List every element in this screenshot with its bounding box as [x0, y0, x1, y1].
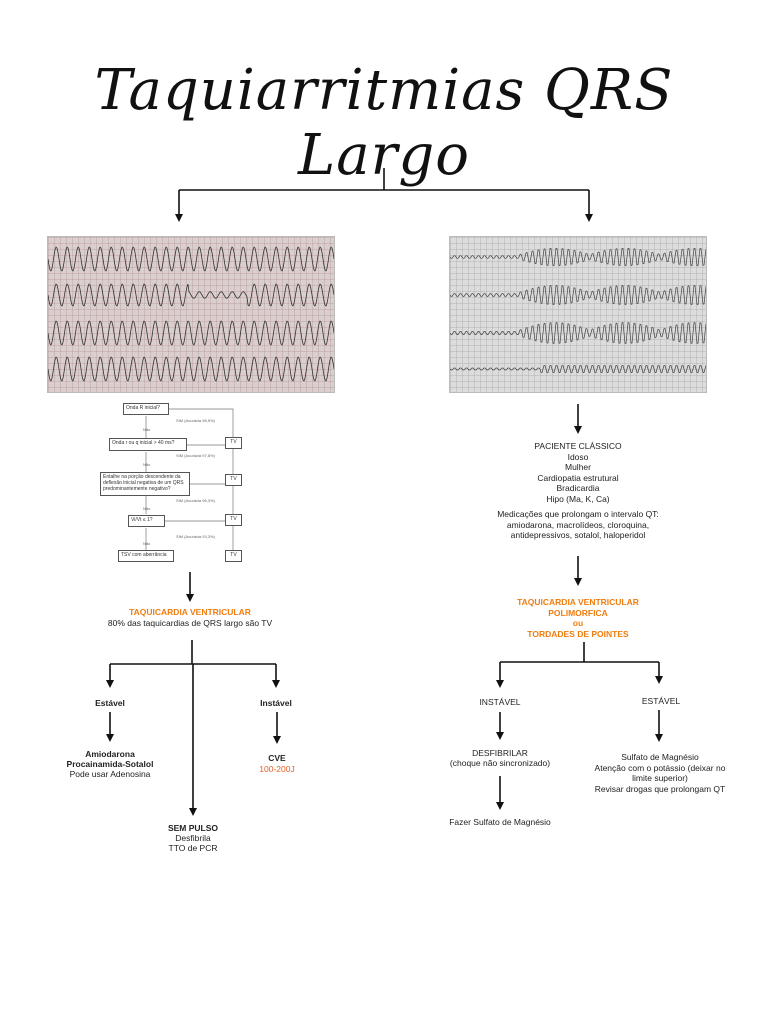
tvp-title-block: TAQUICARDIA VENTRICULAR POLIMORFICA ou T… — [478, 597, 678, 639]
right-stable-label: ESTÁVEL — [641, 696, 681, 706]
tvp-title-3: TORDADES DE POINTES — [527, 628, 629, 639]
flow-no-4: Não — [143, 541, 151, 546]
ecg-ventricular-tachycardia — [47, 236, 335, 393]
flow-q3: Entalhe na porção descendente da deflexã… — [100, 472, 190, 496]
meds-line: amiodarona, macrolídeos, cloroquina, — [506, 519, 650, 530]
flow-yes-2: SIM (Acurácia 97,8%) — [176, 453, 215, 458]
drug-adenosina: Pode usar Adenosina — [69, 769, 151, 779]
stable-line: limite superior) — [632, 773, 688, 783]
flow-tv-4: TV — [225, 550, 242, 562]
classic-line: Mulher — [565, 462, 591, 472]
tv-title: TAQUICARDIA VENTRICULAR — [129, 607, 251, 617]
drug-amiodarona: Amiodarona — [85, 749, 135, 759]
stable-line: Atenção com o potássio (deixar no — [594, 762, 726, 773]
flow-end: TSV com aberrância — [118, 550, 174, 562]
flow-tv-1: TV — [225, 437, 242, 449]
defib-label: DESFIBRILAR — [472, 748, 528, 758]
ecg-right-trace — [450, 247, 706, 373]
meds-line: antidepressivos, sotalol, haloperidol — [510, 530, 646, 540]
ecg-torsades-de-pointes — [449, 236, 707, 393]
left-unstable-label: Instável — [260, 698, 292, 708]
tvp-title-2: POLIMORFICA — [548, 607, 608, 618]
flow-tv-3: TV — [225, 514, 242, 526]
right-unstable-label: INSTÁVEL — [479, 697, 521, 707]
cve-label: CVE — [268, 753, 286, 763]
ecg-left-trace — [48, 246, 334, 382]
tv-subtitle: 80% das taquicardias de QRS largo são TV — [107, 618, 273, 628]
pulseless-label: SEM PULSO — [167, 823, 219, 833]
flow-no-3: Não — [143, 506, 151, 511]
classic-line: PACIENTE CLÁSSICO — [534, 441, 622, 451]
meds-line: Medicações que prolongam o intervalo QT: — [497, 509, 659, 519]
stable-actions-list: Sulfato de Magnésio Atenção com o potáss… — [585, 752, 735, 794]
flow-yes-1: SIM (Acurácia 98,5%) — [176, 418, 215, 423]
classic-line: Hipo (Ma, K, Ca) — [546, 493, 610, 504]
pulseless-pcr: TTO de PCR — [168, 843, 218, 853]
stable-line: Revisar drogas que prolongam QT — [594, 783, 726, 794]
flow-q4: Vi/Vt ≤ 1? — [128, 515, 165, 527]
qt-meds-list: Medicações que prolongam o intervalo QT:… — [468, 509, 688, 541]
left-stable-label: Estável — [95, 698, 125, 708]
magnesium-after: Fazer Sulfato de Magnésio — [449, 817, 551, 827]
flow-no-1: Não — [143, 427, 151, 432]
flow-q1: Onda R inicial? — [123, 403, 169, 415]
page-title: Taquiarritmias QRS Largo — [94, 58, 674, 188]
cve-energy: 100-200J — [259, 764, 295, 774]
drug-procainamida: Procainamida-Sotalol — [66, 759, 154, 769]
classic-line: Bradicardia — [556, 483, 600, 493]
stable-line: Sulfato de Magnésio — [621, 752, 699, 762]
flow-yes-3: SIM (Acurácia 96,3%) — [176, 498, 215, 503]
defib-note: (choque não sincronizado) — [449, 758, 551, 768]
pulseless-defib: Desfibrila — [175, 833, 211, 843]
flow-no-2: Não — [143, 462, 151, 467]
flow-q2: Onda r ou q inicial > 40 ms? — [109, 438, 187, 451]
classic-patient-list: PACIENTE CLÁSSICO Idoso Mulher Cardiopat… — [478, 441, 678, 504]
flow-yes-4: SIM (Acurácia 93,3%) — [176, 534, 215, 539]
classic-line: Idoso — [567, 451, 589, 462]
classic-line: Cardiopatia estrutural — [537, 472, 619, 483]
tvp-title-1: TAQUICARDIA VENTRICULAR — [517, 597, 639, 607]
flow-tv-2: TV — [225, 474, 242, 486]
tvp-or: ou — [572, 618, 584, 628]
